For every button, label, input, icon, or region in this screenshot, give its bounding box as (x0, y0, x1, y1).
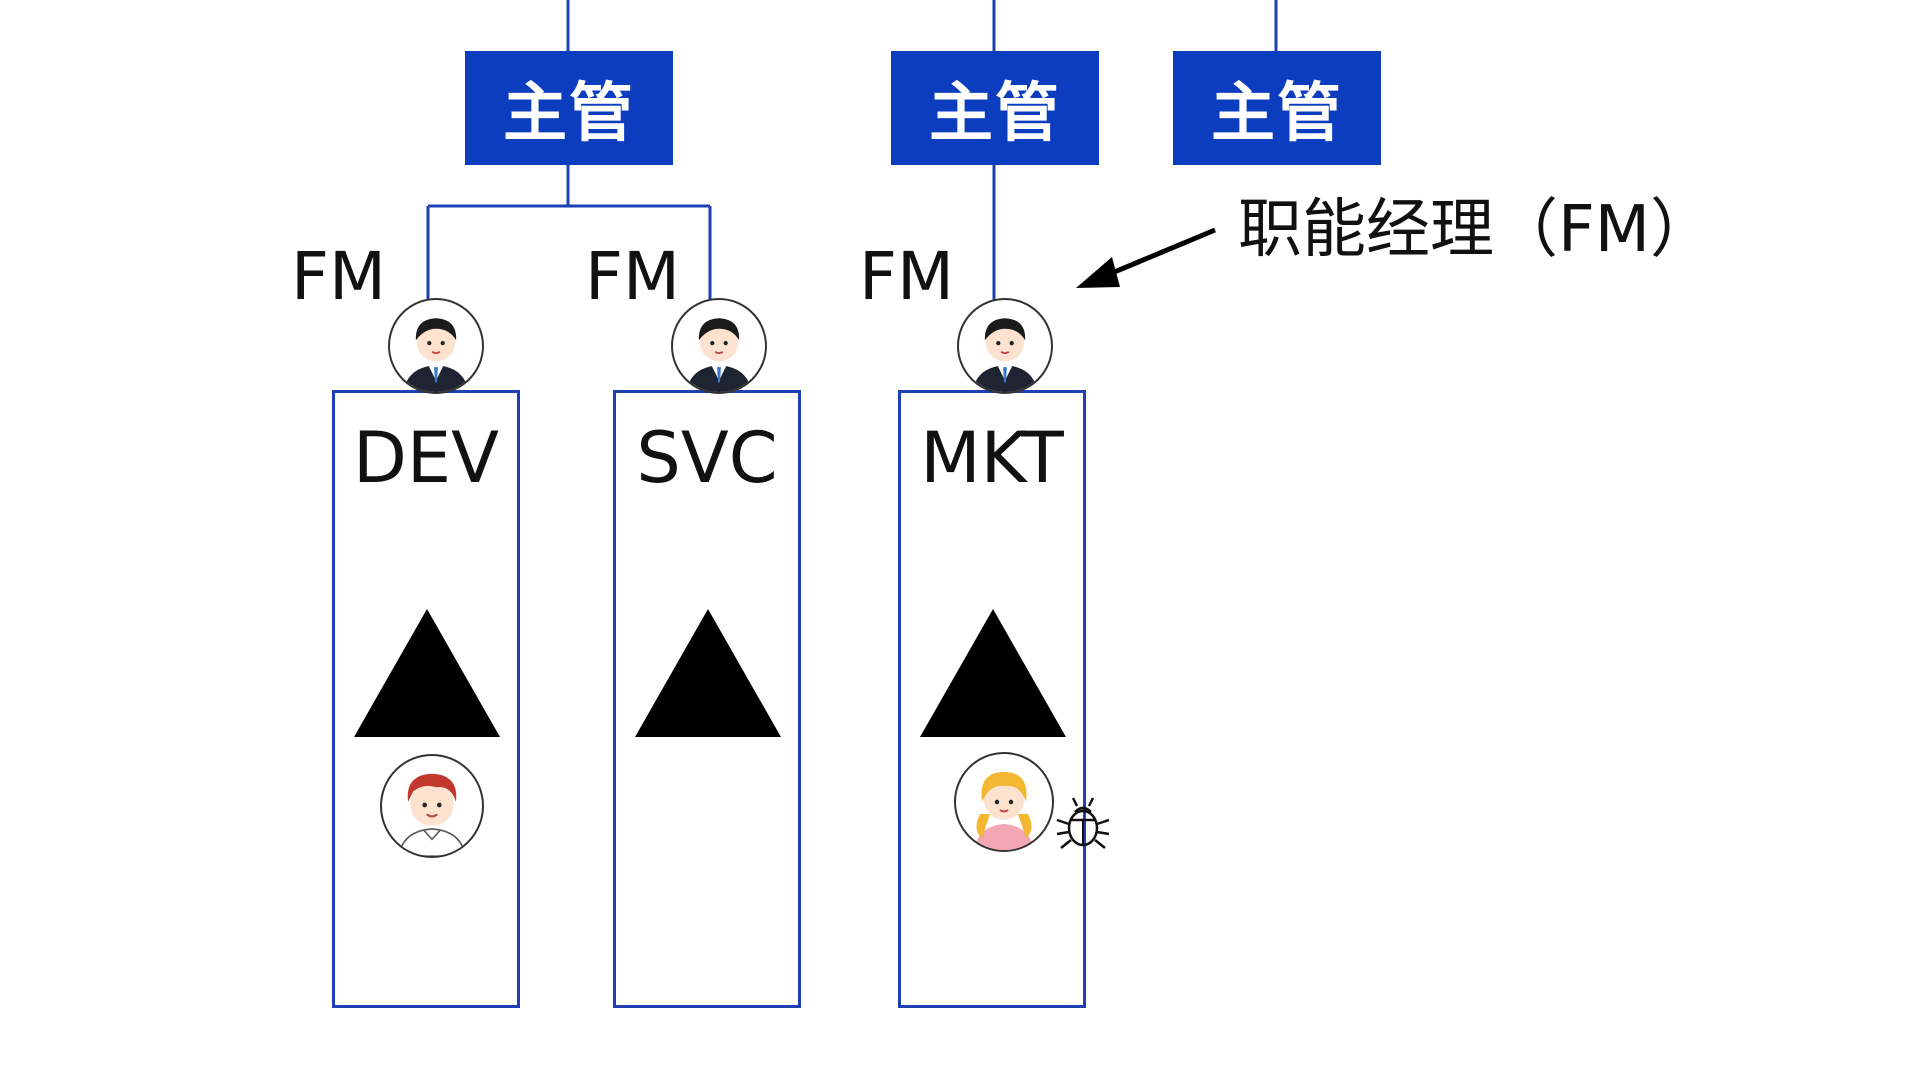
supervisor-box-1: 主管 (465, 51, 673, 165)
marketer-avatar-icon (954, 752, 1054, 852)
department-box-dev: DEV (332, 390, 520, 1008)
manager-avatar-icon (671, 298, 767, 394)
fm-label-svc: FM (585, 238, 680, 315)
triangle-icon (920, 609, 1066, 737)
manager-avatar-icon (388, 298, 484, 394)
arrow-icon (1099, 227, 1216, 281)
manager-avatar-icon (957, 298, 1053, 394)
department-box-svc: SVC (613, 390, 801, 1008)
fm-label-dev: FM (291, 238, 386, 315)
department-box-mkt: MKT (898, 390, 1086, 1008)
supervisor-box-2: 主管 (891, 51, 1099, 165)
department-label-dev: DEV (352, 417, 499, 499)
developer-avatar-icon (380, 754, 484, 858)
department-label-mkt: MKT (920, 417, 1064, 499)
fm-label-mkt: FM (859, 238, 954, 315)
supervisor-box-3: 主管 (1173, 51, 1381, 165)
triangle-icon (635, 609, 781, 737)
arrow-head (1076, 257, 1120, 288)
department-label-svc: SVC (636, 417, 778, 499)
triangle-icon (354, 609, 500, 737)
functional-manager-annotation: 职能经理（FM） (1238, 193, 1715, 267)
bug-icon (1056, 797, 1110, 849)
